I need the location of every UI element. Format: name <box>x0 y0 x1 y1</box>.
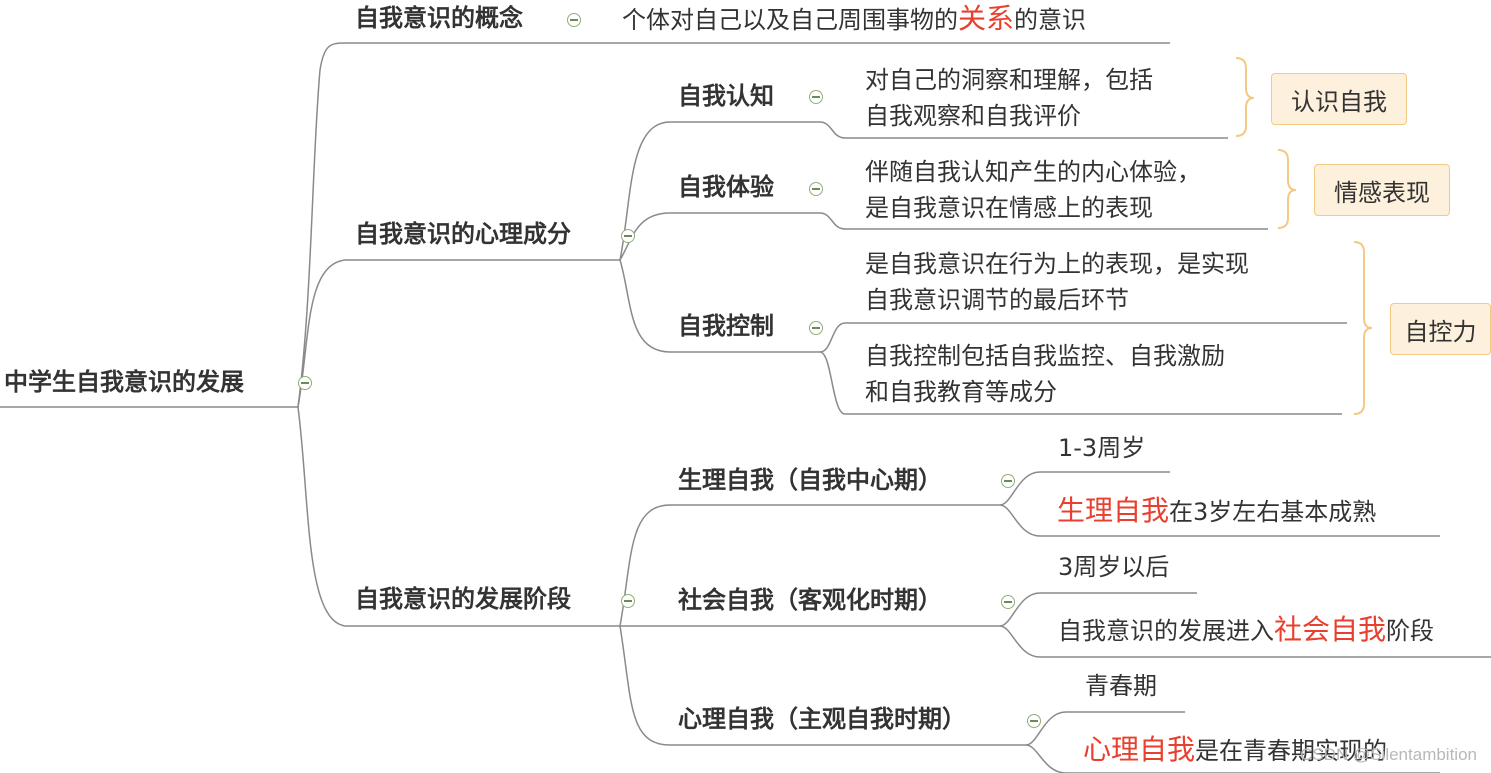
self-control-description-1: 是自我意识在行为上的表现，是实现 自我意识调节的最后环节 <box>865 250 1249 314</box>
root-collapse-icon[interactable] <box>298 376 312 390</box>
concept-node-label: 自我意识的概念 <box>355 4 523 32</box>
psychological-self-note: 心理自我是在青春期实现的 <box>1083 733 1388 766</box>
self-experience-tag: 情感表现 <box>1314 164 1450 216</box>
stages-node-label: 自我意识的发展阶段 <box>355 585 571 613</box>
watermark: CSDN @Silentambition <box>1300 745 1477 764</box>
psychological-self-collapse-icon[interactable] <box>1027 714 1041 728</box>
self-cognition-collapse-icon[interactable] <box>809 90 823 104</box>
self-control-collapse-icon[interactable] <box>809 321 823 335</box>
self-cognition-tag: 认识自我 <box>1271 73 1407 125</box>
psychological-self-label: 心理自我（主观自我时期） <box>678 705 966 733</box>
self-control-description-2: 自我控制包括自我监控、自我激励 和自我教育等成分 <box>865 342 1225 406</box>
components-collapse-icon[interactable] <box>621 229 635 243</box>
self-experience-label: 自我体验 <box>678 173 774 201</box>
self-control-label: 自我控制 <box>678 312 774 340</box>
stages-collapse-icon[interactable] <box>621 594 635 608</box>
self-cognition-description: 对自己的洞察和理解，包括 自我观察和自我评价 <box>865 66 1153 130</box>
root-node-label: 中学生自我意识的发展 <box>4 368 244 396</box>
self-cognition-label: 自我认知 <box>678 82 774 110</box>
physical-self-note: 生理自我在3岁左右基本成熟 <box>1057 494 1377 527</box>
physical-self-age: 1-3周岁 <box>1058 434 1146 462</box>
physical-self-collapse-icon[interactable] <box>1001 474 1015 488</box>
physical-self-label: 生理自我（自我中心期） <box>678 466 942 494</box>
social-self-label: 社会自我（客观化时期） <box>678 586 942 614</box>
social-self-note: 自我意识的发展进入社会自我阶段 <box>1058 613 1435 646</box>
social-self-age: 3周岁以后 <box>1058 553 1170 581</box>
concept-highlight: 关系 <box>958 2 1015 35</box>
concept-description: 个体对自己以及自己周围事物的关系的意识 <box>622 2 1087 35</box>
components-node-label: 自我意识的心理成分 <box>355 220 571 248</box>
concept-collapse-icon[interactable] <box>567 13 581 27</box>
psychological-self-age: 青春期 <box>1085 672 1157 700</box>
self-experience-collapse-icon[interactable] <box>809 182 823 196</box>
self-control-tag: 自控力 <box>1390 303 1491 355</box>
self-experience-description: 伴随自我认知产生的内心体验， 是自我意识在情感上的表现 <box>865 158 1201 222</box>
social-self-collapse-icon[interactable] <box>1001 595 1015 609</box>
